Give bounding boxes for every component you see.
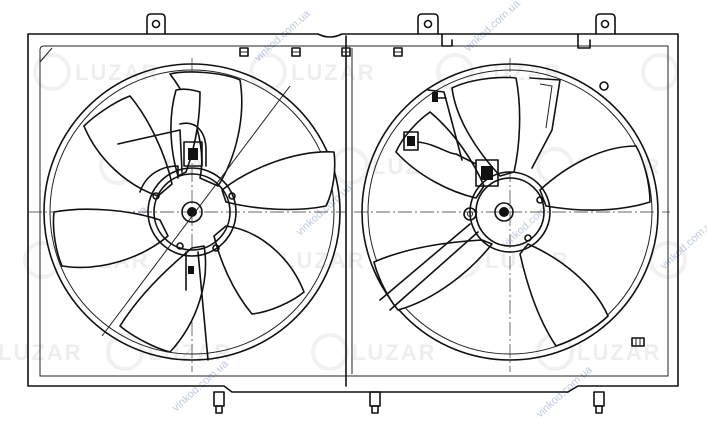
top-mounting-brackets — [146, 13, 616, 35]
right-fan — [354, 58, 670, 372]
watermark-brand: LUZAR — [352, 340, 437, 365]
watermark-brand: LUZAR — [577, 340, 662, 365]
watermark-brand: LUZAR — [281, 248, 366, 273]
left-fan-blades — [52, 71, 336, 353]
right-fan-blades — [373, 76, 651, 347]
bottom-mounting-pins — [213, 391, 605, 414]
left-fan — [28, 58, 346, 372]
watermark-brand: LUZAR — [291, 60, 376, 85]
fan-shroud — [27, 33, 679, 393]
watermark-brand: LUZAR — [0, 340, 83, 365]
shroud-clips — [239, 33, 591, 57]
watermark-brand: LUZAR — [75, 60, 160, 85]
watermark-url: vinkod.com.ua — [252, 7, 313, 64]
